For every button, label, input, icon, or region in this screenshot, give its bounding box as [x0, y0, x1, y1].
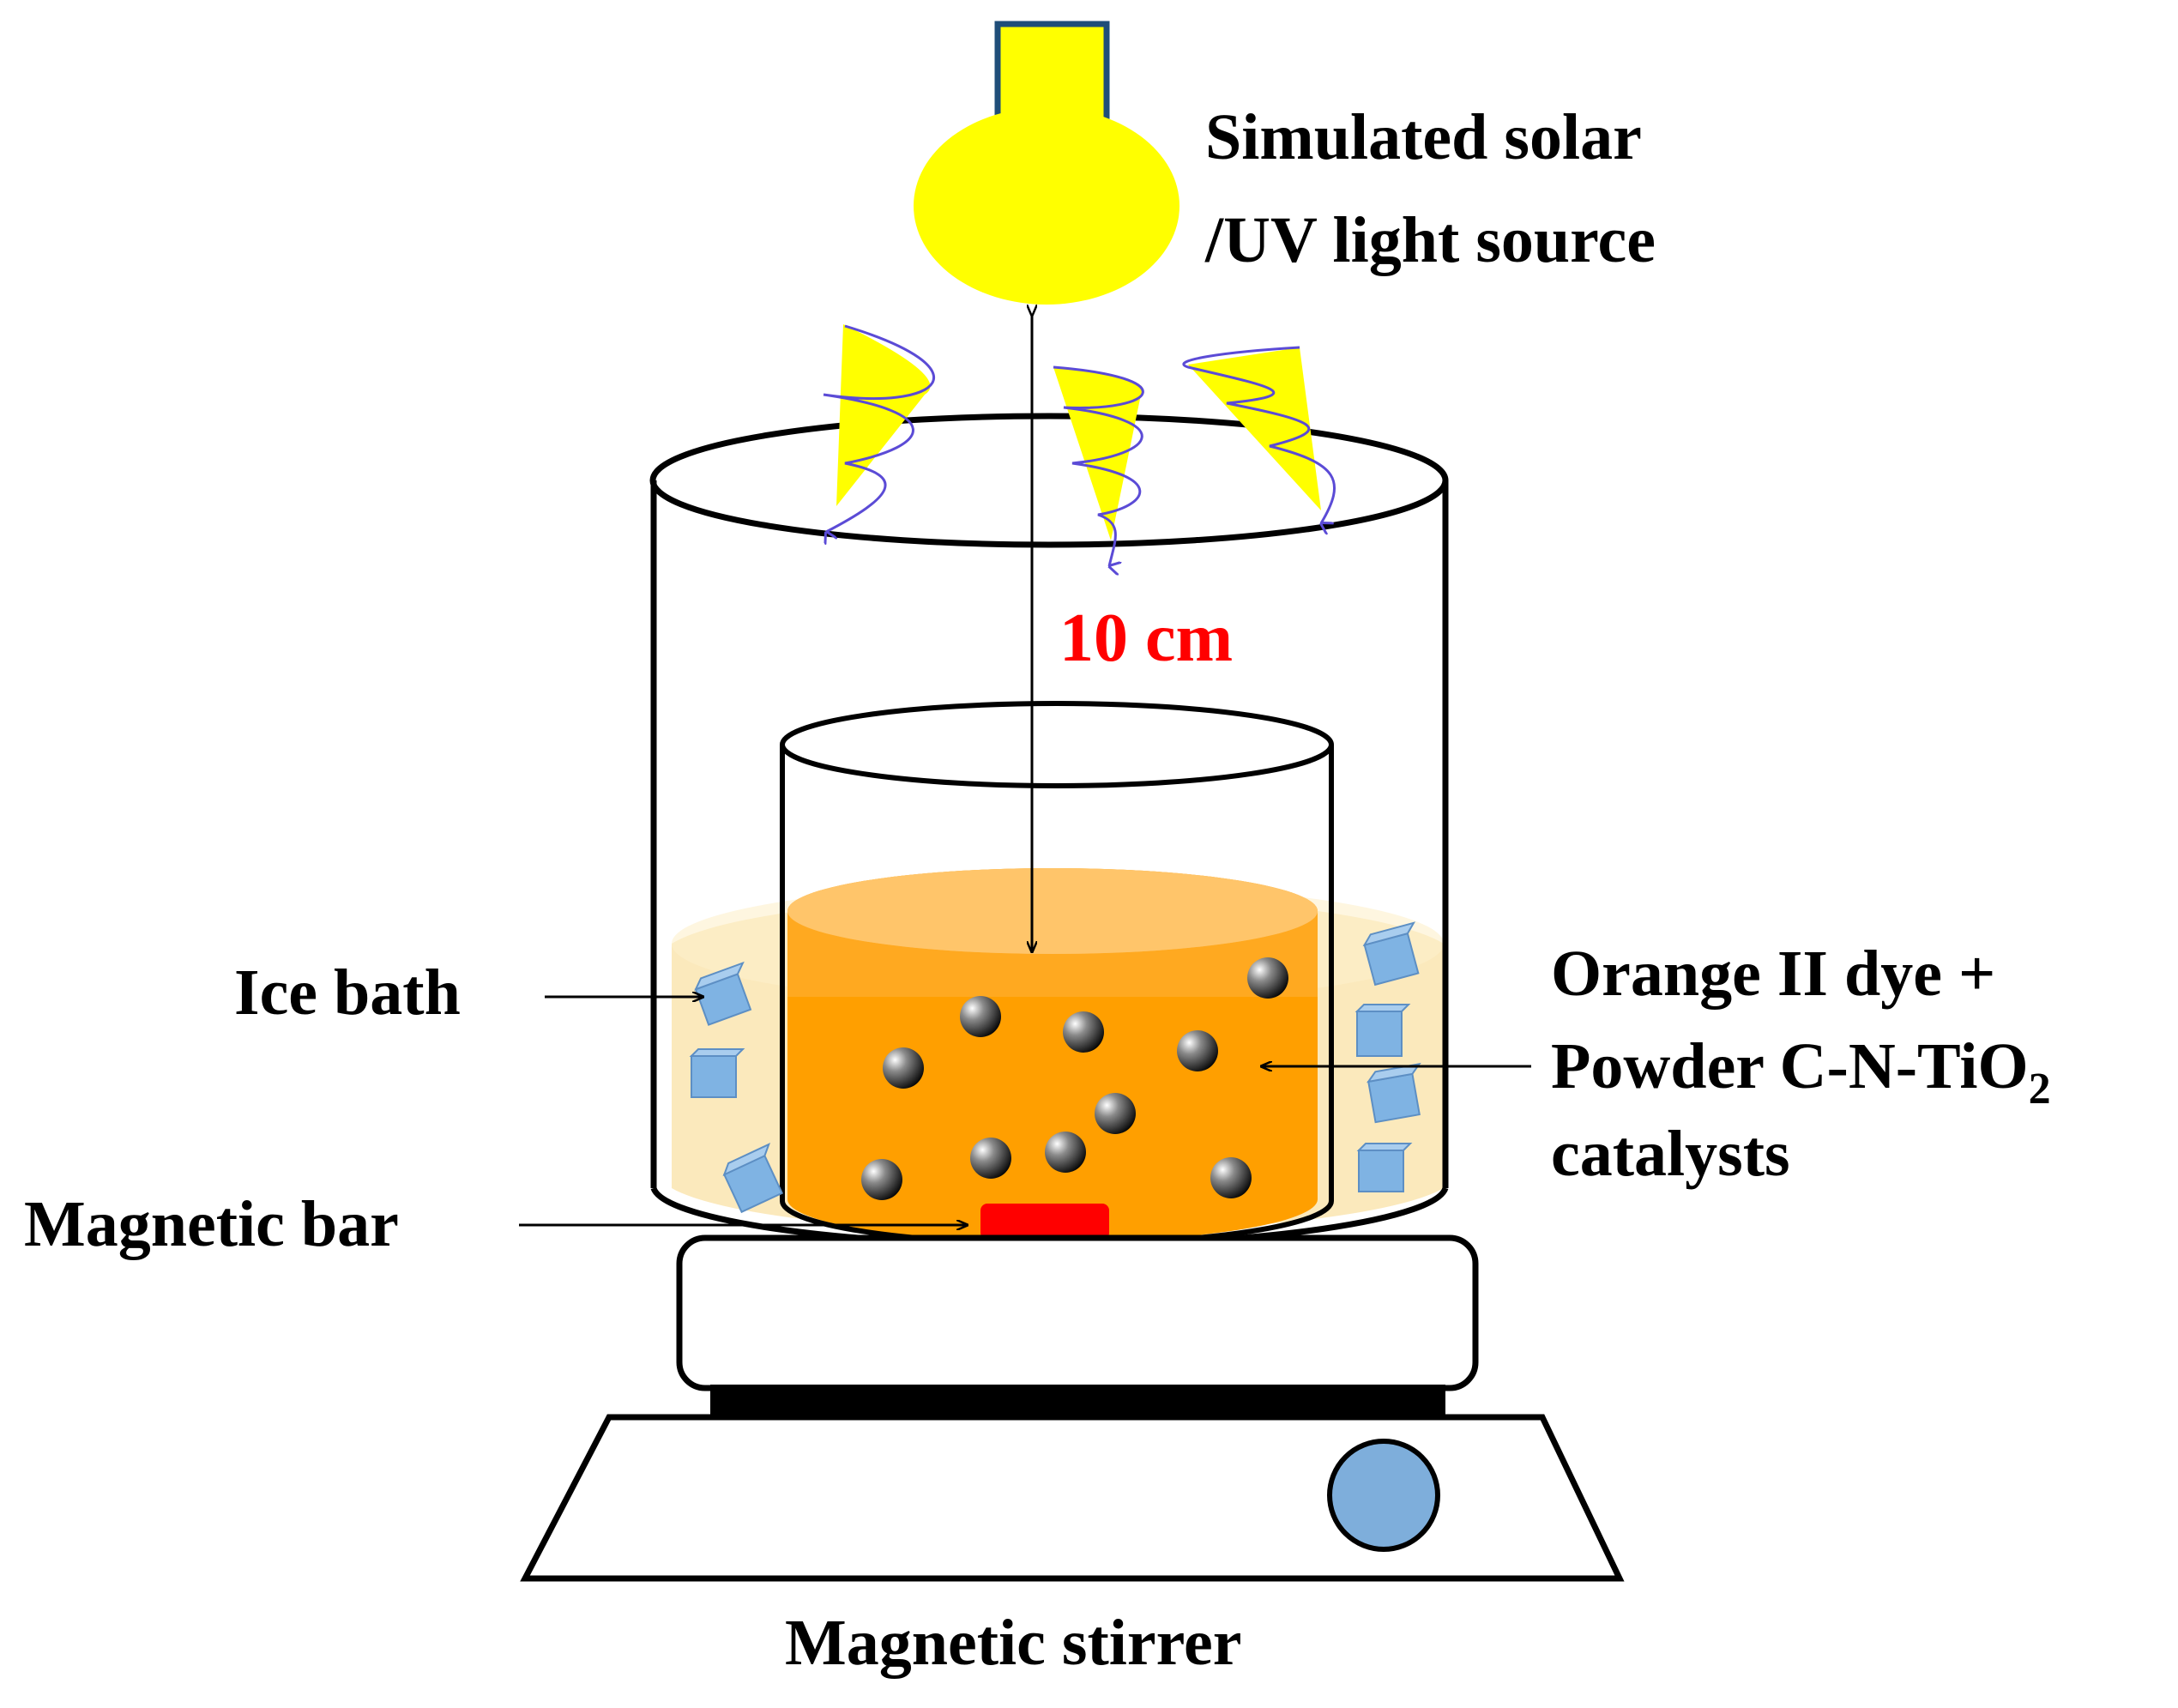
dye-label-line1: Orange II dye +	[1551, 938, 1995, 1010]
catalyst-particle	[1095, 1093, 1136, 1134]
catalyst-particle	[1247, 957, 1288, 999]
magnetic-stirrer-label: Magnetic stirrer	[785, 1607, 1241, 1679]
dye-label-subscript: 2	[2029, 1065, 2051, 1114]
ice-cube	[694, 961, 752, 1026]
ice-cube	[722, 1143, 784, 1214]
ice-cube	[1367, 1062, 1421, 1124]
inner-beaker	[780, 701, 1334, 1246]
ice-cube	[1354, 1004, 1411, 1057]
catalyst-particle	[883, 1047, 924, 1089]
stirrer-plate-base	[710, 1385, 1445, 1415]
dye-label-line2-text: Powder C-N-TiO	[1551, 1030, 2029, 1102]
catalyst-particle	[861, 1159, 902, 1200]
light-source-lamp	[914, 21, 1179, 305]
light-ray	[1053, 365, 1144, 566]
ice-bath-label: Ice bath	[234, 957, 461, 1029]
magnetic-bar-label: Magnetic bar	[24, 1188, 399, 1260]
catalyst-particle	[1210, 1157, 1252, 1198]
dye-label-line3: catalysts	[1551, 1118, 1790, 1190]
inner-beaker-rim	[780, 701, 1334, 788]
lamp-bulb	[914, 107, 1179, 305]
light-rays	[823, 324, 1336, 566]
stirrer-body	[520, 1414, 1625, 1582]
catalyst-particle	[1063, 1011, 1104, 1053]
outer-beaker-rim	[649, 413, 1449, 548]
catalyst-particle	[1177, 1030, 1218, 1071]
catalyst-particle	[970, 1138, 1011, 1179]
ice-cube	[1356, 1143, 1413, 1192]
light-source-label-line2: /UV light source	[1204, 204, 1656, 276]
ice-cube	[1362, 921, 1420, 987]
catalyst-particle	[1045, 1132, 1086, 1173]
light-source-label-line1: Simulated solar	[1205, 101, 1642, 173]
magnetic-stirrer	[520, 1234, 1625, 1582]
stirrer-plate-top	[676, 1234, 1479, 1391]
light-ray	[823, 324, 936, 532]
lamp-neck	[1001, 86, 1103, 137]
dye-label-line2: Powder C-N-TiO2	[1551, 1030, 2051, 1114]
magnetic-bar	[980, 1204, 1109, 1240]
catalyst-particles	[861, 957, 1288, 1200]
light-ray	[1182, 346, 1336, 523]
ice-cubes	[689, 921, 1421, 1214]
catalyst-particle	[960, 996, 1001, 1037]
stirrer-knob	[1327, 1439, 1440, 1552]
distance-label: 10 cm	[1059, 601, 1233, 676]
ice-cube	[689, 1048, 745, 1098]
